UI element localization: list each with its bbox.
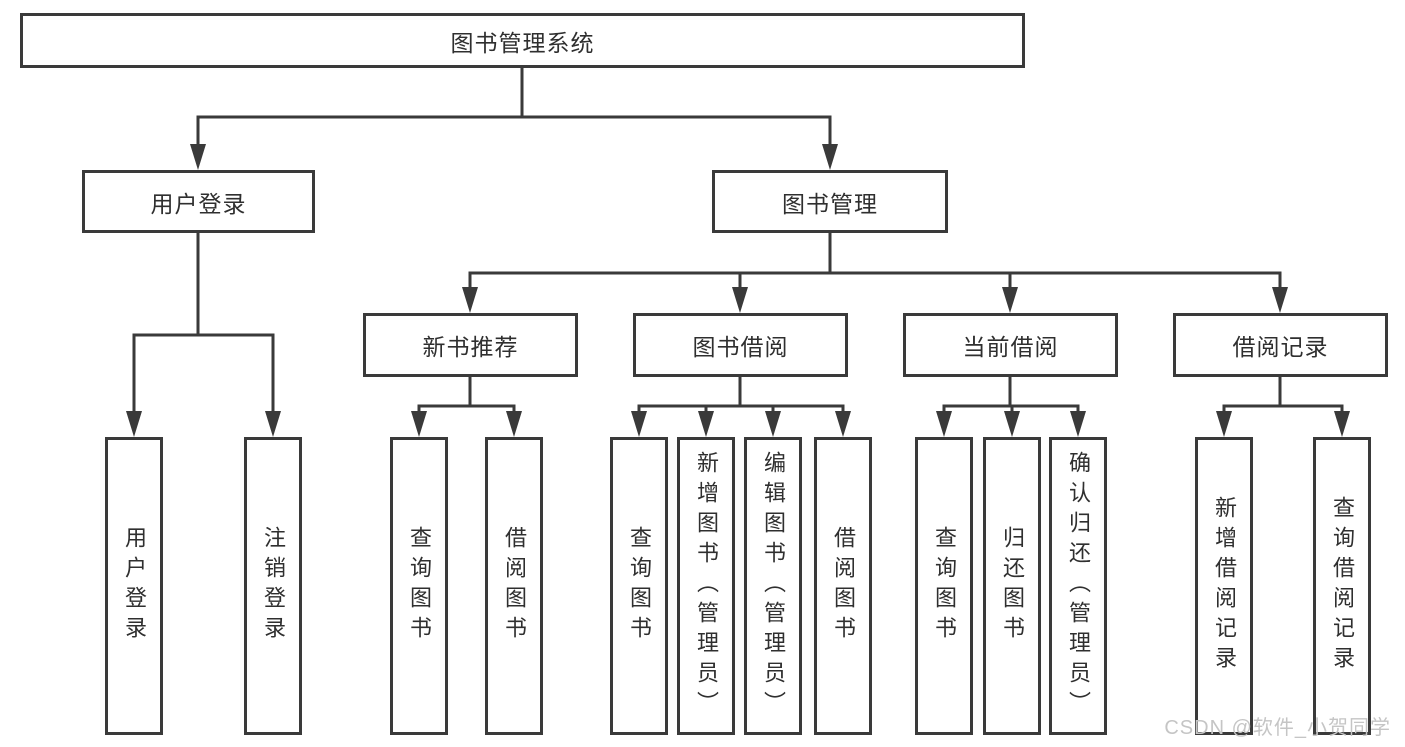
leaf-query-books-recommend: 查询图书	[390, 437, 448, 735]
node-current-borrowing: 当前借阅	[903, 313, 1118, 377]
leaf-query-borrow-record: 查询借阅记录	[1313, 437, 1371, 735]
leaf-query-books-borrowing: 查询图书	[610, 437, 668, 735]
leaf-borrow-books-recommend: 借阅图书	[485, 437, 543, 735]
leaf-logout: 注销登录	[244, 437, 302, 735]
leaf-add-book-admin-label: 新增图书（管理员）	[694, 451, 719, 721]
watermark: CSDN @软件_小贺同学	[1164, 717, 1391, 739]
node-book-borrowing: 图书借阅	[633, 313, 848, 377]
leaf-return-book: 归还图书	[983, 437, 1041, 735]
leaf-edit-book-admin: 编辑图书（管理员）	[744, 437, 802, 735]
leaf-query-books-recommend-label: 查询图书	[407, 526, 432, 646]
leaf-add-borrow-record-label: 新增借阅记录	[1212, 496, 1237, 676]
node-book-management-label: 图书管理	[782, 190, 878, 217]
leaf-query-books-current-label: 查询图书	[932, 526, 957, 646]
node-borrow-records-label: 借阅记录	[1232, 334, 1329, 360]
leaf-return-book-label: 归还图书	[1000, 526, 1025, 646]
leaf-borrow-books: 借阅图书	[814, 437, 872, 735]
node-user-login: 用户登录	[82, 170, 315, 233]
leaf-query-books-borrowing-label: 查询图书	[627, 526, 652, 646]
leaf-confirm-return-admin: 确认归还（管理员）	[1049, 437, 1107, 735]
node-book-borrowing-label: 图书借阅	[692, 334, 789, 360]
leaf-user-login: 用户登录	[105, 437, 163, 735]
node-book-management: 图书管理	[712, 170, 948, 233]
node-root: 图书管理系统	[20, 13, 1025, 68]
leaf-borrow-books-label: 借阅图书	[831, 526, 856, 646]
leaf-add-borrow-record: 新增借阅记录	[1195, 437, 1253, 735]
leaf-query-books-current: 查询图书	[915, 437, 973, 735]
leaf-confirm-return-admin-label: 确认归还（管理员）	[1066, 451, 1091, 721]
leaf-logout-label: 注销登录	[261, 526, 286, 646]
leaf-borrow-books-recommend-label: 借阅图书	[502, 526, 527, 646]
leaf-query-borrow-record-label: 查询借阅记录	[1330, 496, 1355, 676]
node-root-label: 图书管理系统	[450, 29, 595, 56]
leaf-add-book-admin: 新增图书（管理员）	[677, 437, 735, 735]
leaf-user-login-label: 用户登录	[122, 526, 147, 646]
node-new-book-recommend-label: 新书推荐	[422, 334, 519, 360]
node-user-login-label: 用户登录	[150, 190, 247, 217]
node-borrow-records: 借阅记录	[1173, 313, 1388, 377]
node-new-book-recommend: 新书推荐	[363, 313, 578, 377]
leaf-edit-book-admin-label: 编辑图书（管理员）	[761, 451, 786, 721]
node-current-borrowing-label: 当前借阅	[962, 334, 1059, 360]
